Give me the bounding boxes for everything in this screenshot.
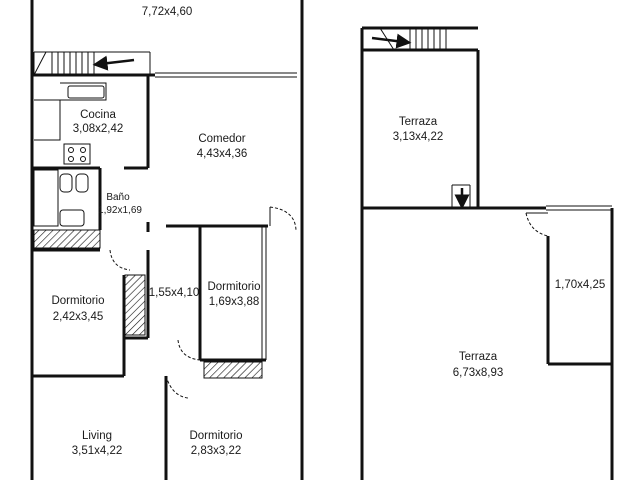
stair-arrow-icon <box>92 55 135 71</box>
upper-floor-plan <box>360 26 614 480</box>
terraza1-dims: 3,13x4,22 <box>393 131 444 143</box>
ground-floor-plan <box>30 0 304 480</box>
dormitorio3-dims: 2,83x3,22 <box>191 445 242 457</box>
washbasin-icon <box>59 209 85 227</box>
comedor-dims: 4,43x4,36 <box>197 148 248 160</box>
bathtub-icon <box>33 169 59 227</box>
bano-dims: 1,92x1,69 <box>98 205 142 216</box>
dormitorio3-name: Dormitorio <box>189 430 242 442</box>
toilet-icon <box>59 173 73 193</box>
cocina-name: Cocina <box>80 109 116 121</box>
comedor-name: Comedor <box>198 133 245 145</box>
stairs-upper <box>371 27 447 51</box>
terraza2-dims: 6,73x8,93 <box>453 367 504 379</box>
living-dims: 3,51x4,22 <box>72 445 123 457</box>
stairs-ground <box>33 51 151 76</box>
terraza2-name: Terraza <box>459 351 498 363</box>
bano-name: Baño <box>106 192 130 203</box>
pasillo-dims: 1,55x4,10 <box>149 287 200 299</box>
stove-icon <box>63 143 91 165</box>
patio-dims: 7,72x4,60 <box>142 6 193 18</box>
terraza1-name: Terraza <box>399 116 438 128</box>
living-name: Living <box>82 430 112 442</box>
stair-arrow-icon <box>371 33 412 49</box>
cocina-dims: 3,08x2,42 <box>73 123 124 135</box>
dormitorio2-name: Dormitorio <box>207 281 260 293</box>
cuarto-dims: 1,70x4,25 <box>555 279 606 291</box>
dormitorio2-dims: 1,69x3,88 <box>209 296 260 308</box>
sink-icon <box>67 85 105 99</box>
bidet-icon <box>75 173 89 193</box>
dormitorio1-name: Dormitorio <box>51 295 104 307</box>
dormitorio1-dims: 2,42x3,45 <box>53 311 104 323</box>
